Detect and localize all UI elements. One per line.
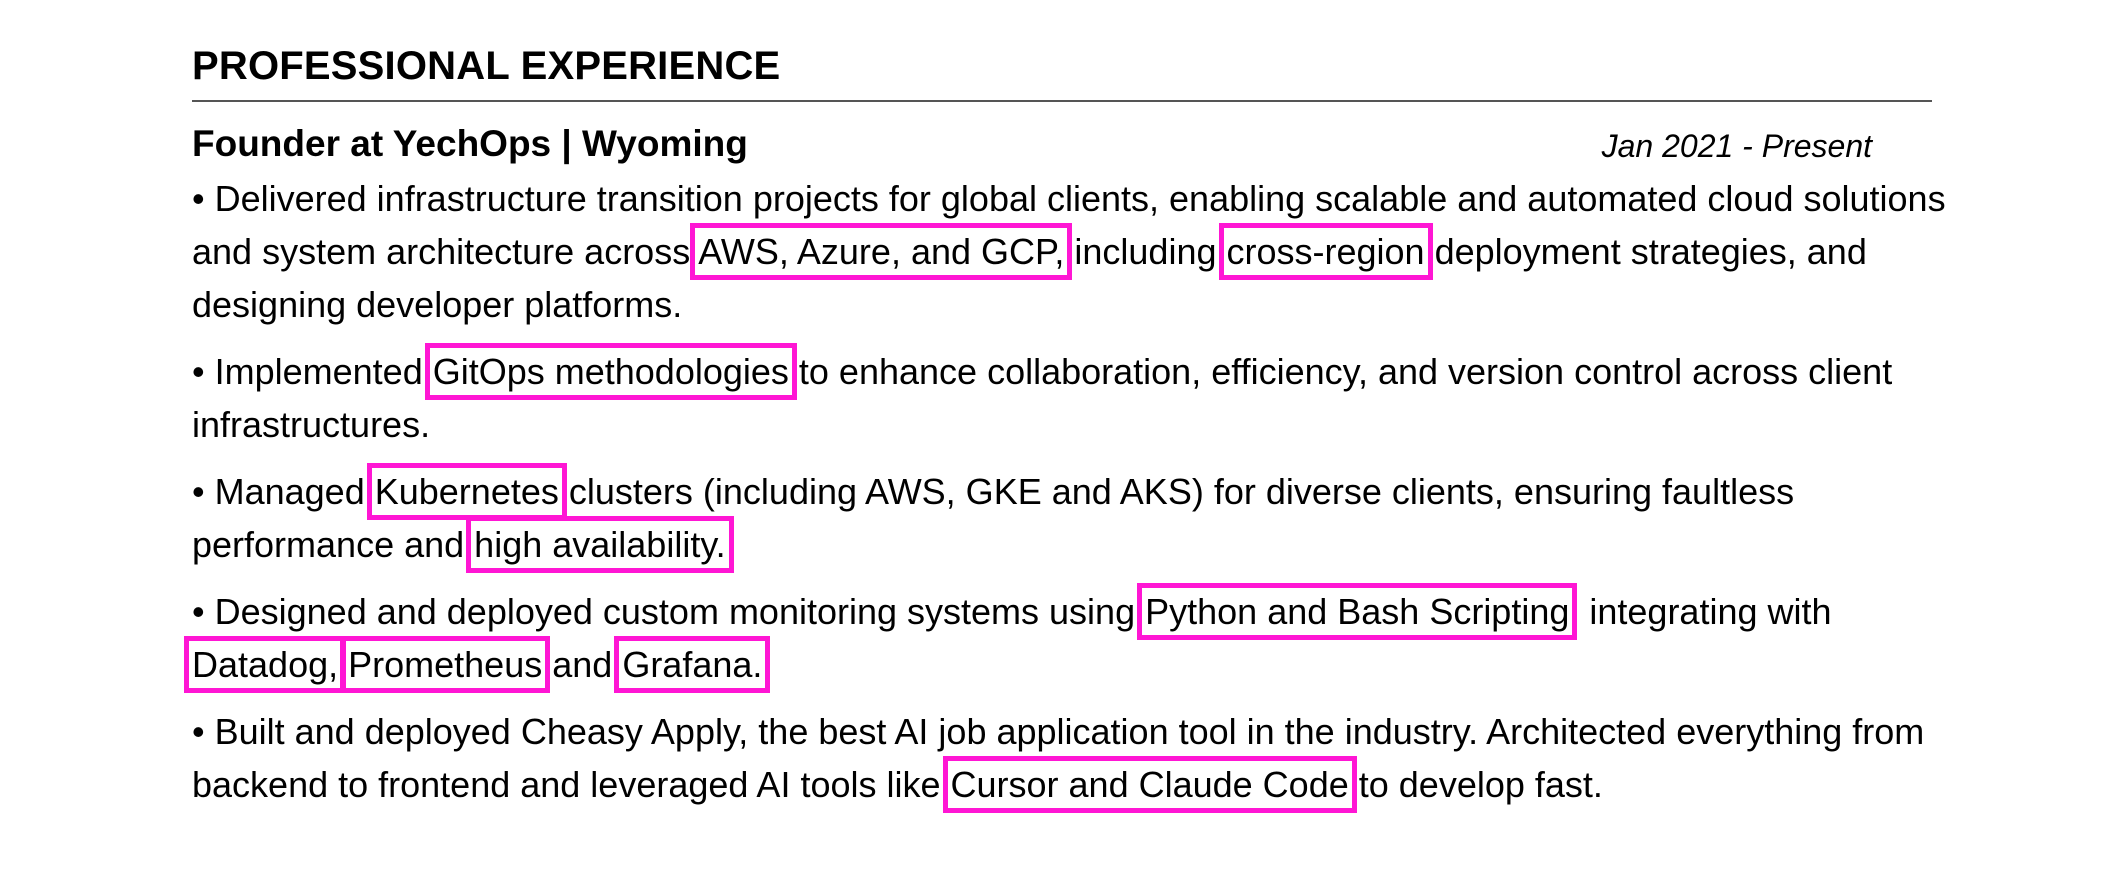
highlighted-keyword: cross-region: [1218, 223, 1433, 280]
job-header: Founder at YechOps | Wyoming Jan 2021 - …: [192, 116, 1932, 172]
bullet-item: • Built and deployed Cheasy Apply, the b…: [192, 705, 1952, 813]
bullet-text: to develop fast.: [1348, 764, 1603, 805]
bullet-text: • Implemented: [192, 351, 433, 392]
bullet-item: • Delivered infrastructure transition pr…: [192, 172, 1952, 331]
highlighted-keyword: Grafana.: [614, 636, 771, 693]
section-title: PROFESSIONAL EXPERIENCE: [192, 44, 781, 88]
bullet-text: , integrating with: [1569, 591, 1832, 632]
bullet-text: • Designed and deployed custom monitorin…: [192, 591, 1146, 632]
bullet-text: clusters (including AWS, GKE and AKS) fo…: [192, 471, 1795, 565]
bullet-text: • Built and deployed Cheasy Apply, the b…: [192, 711, 1925, 805]
highlighted-keyword: GitOps methodologies: [424, 343, 797, 400]
highlighted-keyword: Datadog,: [183, 636, 347, 693]
highlighted-keyword: AWS, Azure, and GCP,: [690, 223, 1073, 280]
bullet-text: to enhance collaboration, efficiency, an…: [192, 351, 1893, 445]
bullet-text: including: [1064, 231, 1227, 272]
section-divider: [192, 100, 1932, 102]
bullet-text: • Managed: [192, 471, 375, 512]
highlighted-keyword: high availability.: [466, 516, 734, 573]
bullet-text: • Delivered infrastructure transition pr…: [192, 178, 1946, 272]
job-dates: Jan 2021 - Present: [1601, 128, 1872, 164]
bullet-item: • Implemented GitOps methodologies to en…: [192, 343, 1952, 451]
bullet-list: • Delivered infrastructure transition pr…: [183, 172, 1946, 813]
highlighted-keyword: Prometheus: [340, 636, 551, 693]
bullet-text: deployment strategies, and designing dev…: [192, 231, 1867, 325]
highlighted-keyword: Cursor and Claude Code: [942, 756, 1357, 813]
bullet-item: • Managed Kubernetes clusters (including…: [192, 463, 1952, 573]
resume-page: PROFESSIONAL EXPERIENCE Founder at YechO…: [183, 40, 1946, 825]
bullet-text: [338, 644, 348, 685]
highlighted-keyword: Python and Bash Scripting: [1137, 583, 1578, 640]
bullet-item: • Designed and deployed custom monitorin…: [183, 583, 1952, 693]
job-title: Founder at YechOps | Wyoming: [192, 123, 748, 164]
bullet-text: and: [542, 644, 623, 685]
highlighted-keyword: Kubernetes: [366, 463, 567, 520]
